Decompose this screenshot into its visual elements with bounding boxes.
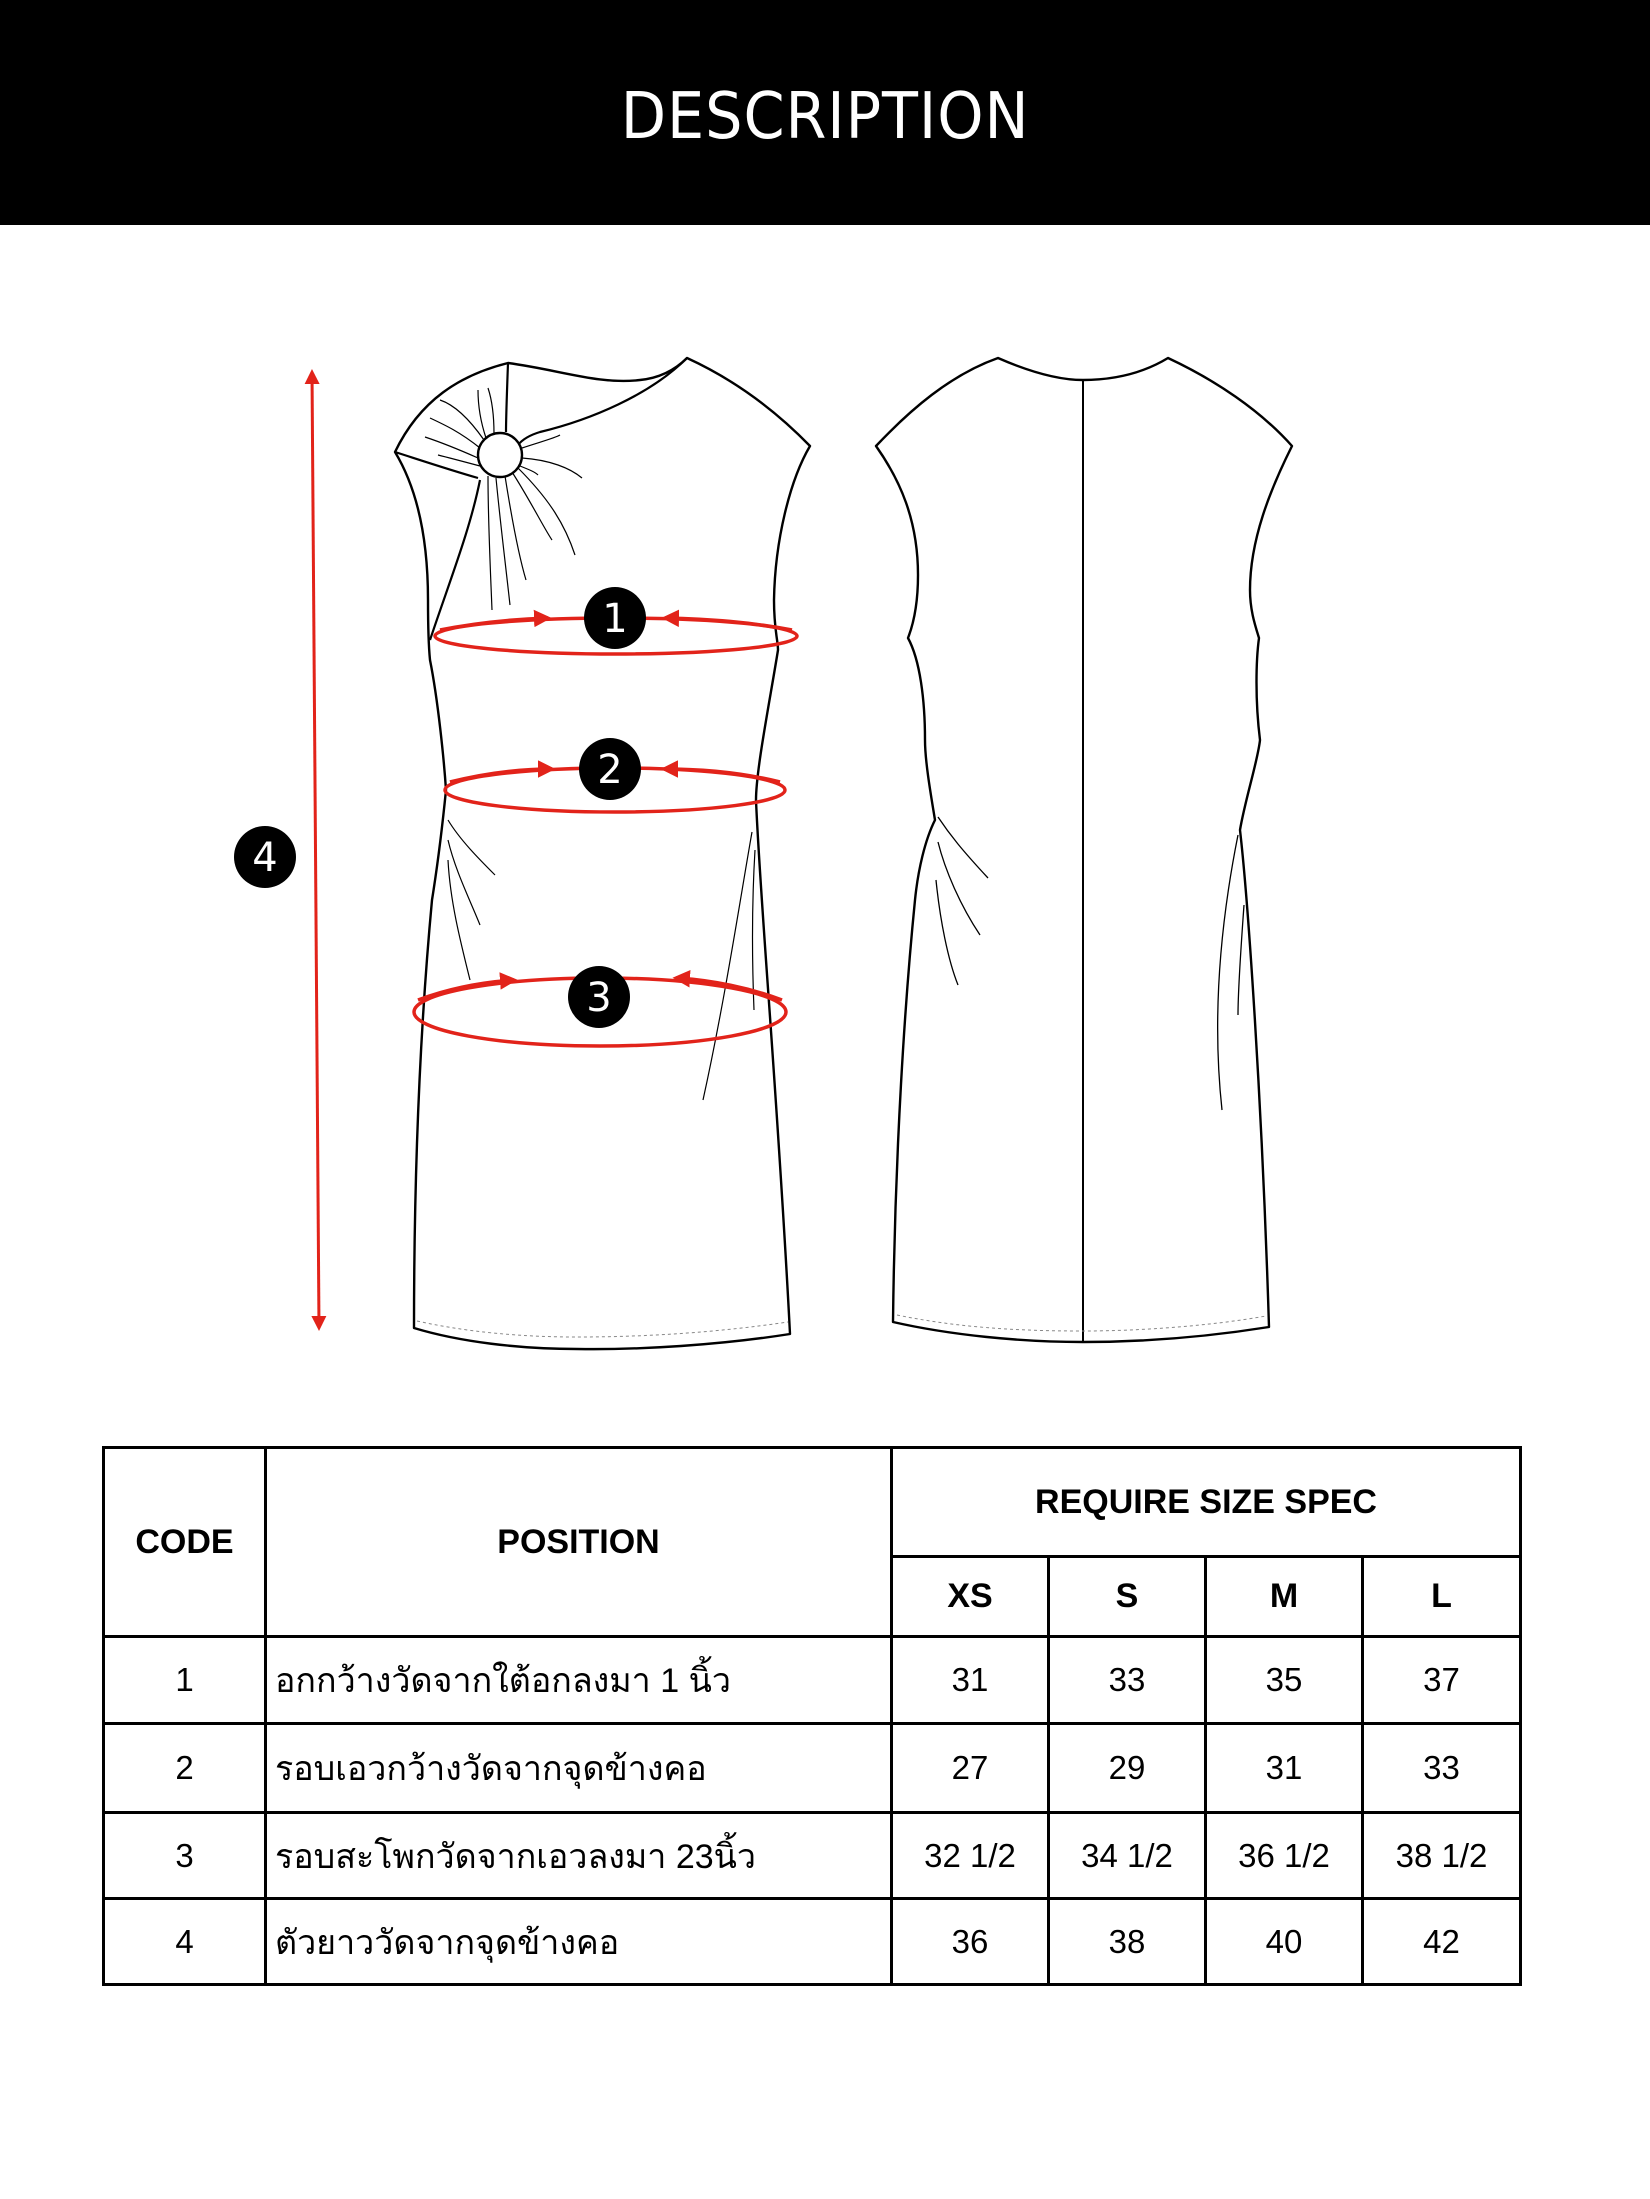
row-value-s: 34 1/2	[1047, 1811, 1207, 1900]
marker-badge-1: 1	[584, 587, 646, 649]
row-position: ตัวยาววัดจากจุดข้างคอ	[264, 1897, 893, 1986]
marker-badge-4-label: 4	[252, 835, 277, 881]
length-arrow	[304, 369, 327, 1331]
row-value-m: 31	[1204, 1722, 1364, 1814]
row-value-l: 38 1/2	[1360, 1811, 1523, 1900]
header-size-l: L	[1360, 1555, 1523, 1638]
row-value-m: 40	[1204, 1897, 1364, 1986]
marker-badge-4: 4	[234, 826, 296, 888]
row-code: 3	[102, 1811, 267, 1900]
row-position: รอบสะโพกวัดจากเอวลงมา 23นิ้ว	[264, 1811, 893, 1900]
gather-lines	[424, 387, 756, 1101]
back-dress-outline	[874, 356, 1294, 1344]
back-hem-stitch	[896, 1314, 1267, 1332]
row-code: 2	[102, 1722, 267, 1814]
front-dress-outline	[393, 356, 812, 1351]
row-value-l: 42	[1360, 1897, 1523, 1986]
marker-badge-3: 3	[568, 966, 630, 1028]
header-size-xs: XS	[890, 1555, 1050, 1638]
header-band: DESCRIPTION	[0, 0, 1650, 225]
header-position: POSITION	[264, 1446, 893, 1638]
row-code: 4	[102, 1897, 267, 1986]
header-code: CODE	[102, 1446, 267, 1638]
row-value-m: 36 1/2	[1204, 1811, 1364, 1900]
marker-badge-2-label: 2	[597, 747, 622, 793]
row-value-xs: 27	[890, 1722, 1050, 1814]
table-row: 4 ตัวยาววัดจากจุดข้างคอ 36 38 40 42	[102, 1897, 1523, 1986]
marker-badge-1-label: 1	[602, 596, 627, 642]
size-spec-table: CODE POSITION REQUIRE SIZE SPEC XS S M L…	[102, 1446, 1523, 1986]
header-require-size-spec: REQUIRE SIZE SPEC	[889, 1446, 1523, 1558]
front-hem-stitch	[416, 1320, 789, 1338]
row-value-l: 33	[1360, 1722, 1523, 1814]
row-value-l: 37	[1360, 1635, 1523, 1725]
table-row: 3 รอบสะโพกวัดจากเอวลงมา 23นิ้ว 32 1/2 34…	[102, 1811, 1523, 1900]
page-title: DESCRIPTION	[620, 79, 1030, 154]
garment-technical-drawing: 1 2 3 4	[0, 225, 1650, 1425]
table-row: 2 รอบเอวกว้างวัดจากจุดข้างคอ 27 29 31 33	[102, 1722, 1523, 1814]
table-row: 1 อกกว้างวัดจากใต้อกลงมา 1 นิ้ว 31 33 35…	[102, 1635, 1523, 1725]
header-size-m: M	[1204, 1555, 1364, 1638]
row-value-xs: 36	[890, 1897, 1050, 1986]
row-value-m: 35	[1204, 1635, 1364, 1725]
row-position: อกกว้างวัดจากใต้อกลงมา 1 นิ้ว	[264, 1635, 893, 1725]
row-value-xs: 32 1/2	[890, 1811, 1050, 1900]
row-value-xs: 31	[890, 1635, 1050, 1725]
row-value-s: 33	[1047, 1635, 1207, 1725]
front-ring-detail	[476, 431, 524, 479]
row-position: รอบเอวกว้างวัดจากจุดข้างคอ	[264, 1722, 893, 1814]
row-value-s: 29	[1047, 1722, 1207, 1814]
row-code: 1	[102, 1635, 267, 1725]
marker-badge-3-label: 3	[586, 975, 611, 1021]
row-value-s: 38	[1047, 1897, 1207, 1986]
marker-badge-2: 2	[579, 738, 641, 800]
back-gather-lines	[935, 816, 1245, 1111]
header-size-s: S	[1047, 1555, 1207, 1638]
